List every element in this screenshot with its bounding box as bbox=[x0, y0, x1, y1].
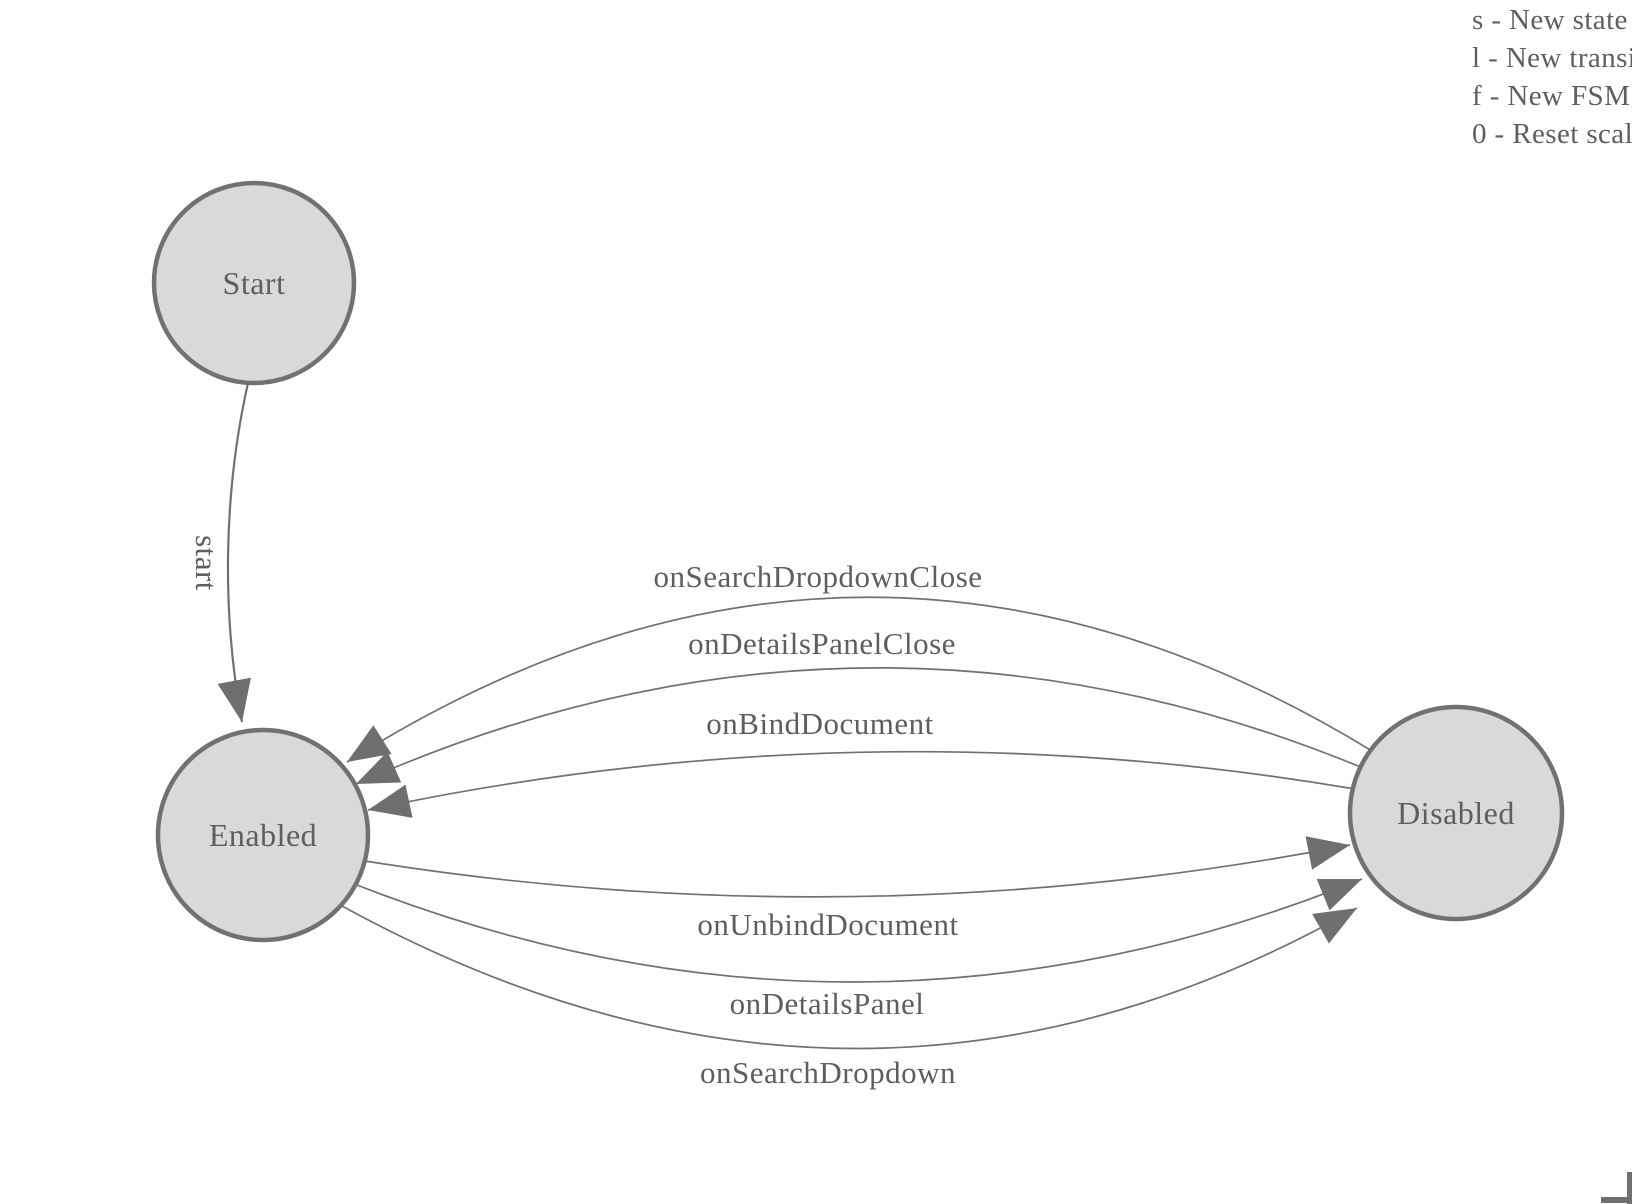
offscreen-shape-corner-horizontal bbox=[1601, 1197, 1632, 1203]
legend-line-reset: 0 - Reset scale bbox=[1472, 118, 1632, 150]
transition-onSearchDropdown-path[interactable] bbox=[341, 905, 1358, 1050]
legend-line-new-transition: l - New transition bbox=[1472, 42, 1632, 74]
transition-onSearchDropdown-label: onSearchDropdown bbox=[700, 1055, 956, 1090]
transition-onSearchDropdownClose-path[interactable] bbox=[346, 596, 1373, 763]
transition-onDetailsPanelClose-label: onDetailsPanelClose bbox=[688, 626, 956, 661]
state-disabled[interactable] bbox=[1347, 704, 1565, 922]
transition-onUnbindDocument-path[interactable] bbox=[364, 836, 1351, 898]
transition-onDetailsPanelClose-path[interactable] bbox=[355, 667, 1364, 785]
transition-onSearchDropdownClose-label: onSearchDropdownClose bbox=[653, 559, 982, 594]
transition-onBindDocument-path[interactable] bbox=[367, 750, 1356, 818]
legend-line-new-state: s - New state bbox=[1472, 4, 1628, 36]
state-start-label: Start bbox=[223, 265, 286, 301]
state-disabled-label: Disabled bbox=[1397, 795, 1515, 831]
legend-line-new-fsm: f - New FSM bbox=[1472, 80, 1631, 112]
transition-start-path[interactable] bbox=[217, 382, 251, 723]
shortcut-legend: s - New state l - New transition f - New… bbox=[1472, 1, 1632, 153]
state-enabled-label: Enabled bbox=[209, 817, 317, 853]
offscreen-shape-corner-vertical bbox=[1627, 1172, 1632, 1204]
state-start[interactable] bbox=[151, 180, 357, 386]
state-enabled[interactable] bbox=[155, 727, 371, 943]
transition-onDetailsPanel-path[interactable] bbox=[356, 878, 1363, 983]
transition-onUnbindDocument-label: onUnbindDocument bbox=[697, 907, 958, 942]
transition-onBindDocument-label: onBindDocument bbox=[706, 706, 933, 741]
transition-start-label: start bbox=[189, 535, 224, 591]
transition-onDetailsPanel-label: onDetailsPanel bbox=[730, 986, 925, 1021]
